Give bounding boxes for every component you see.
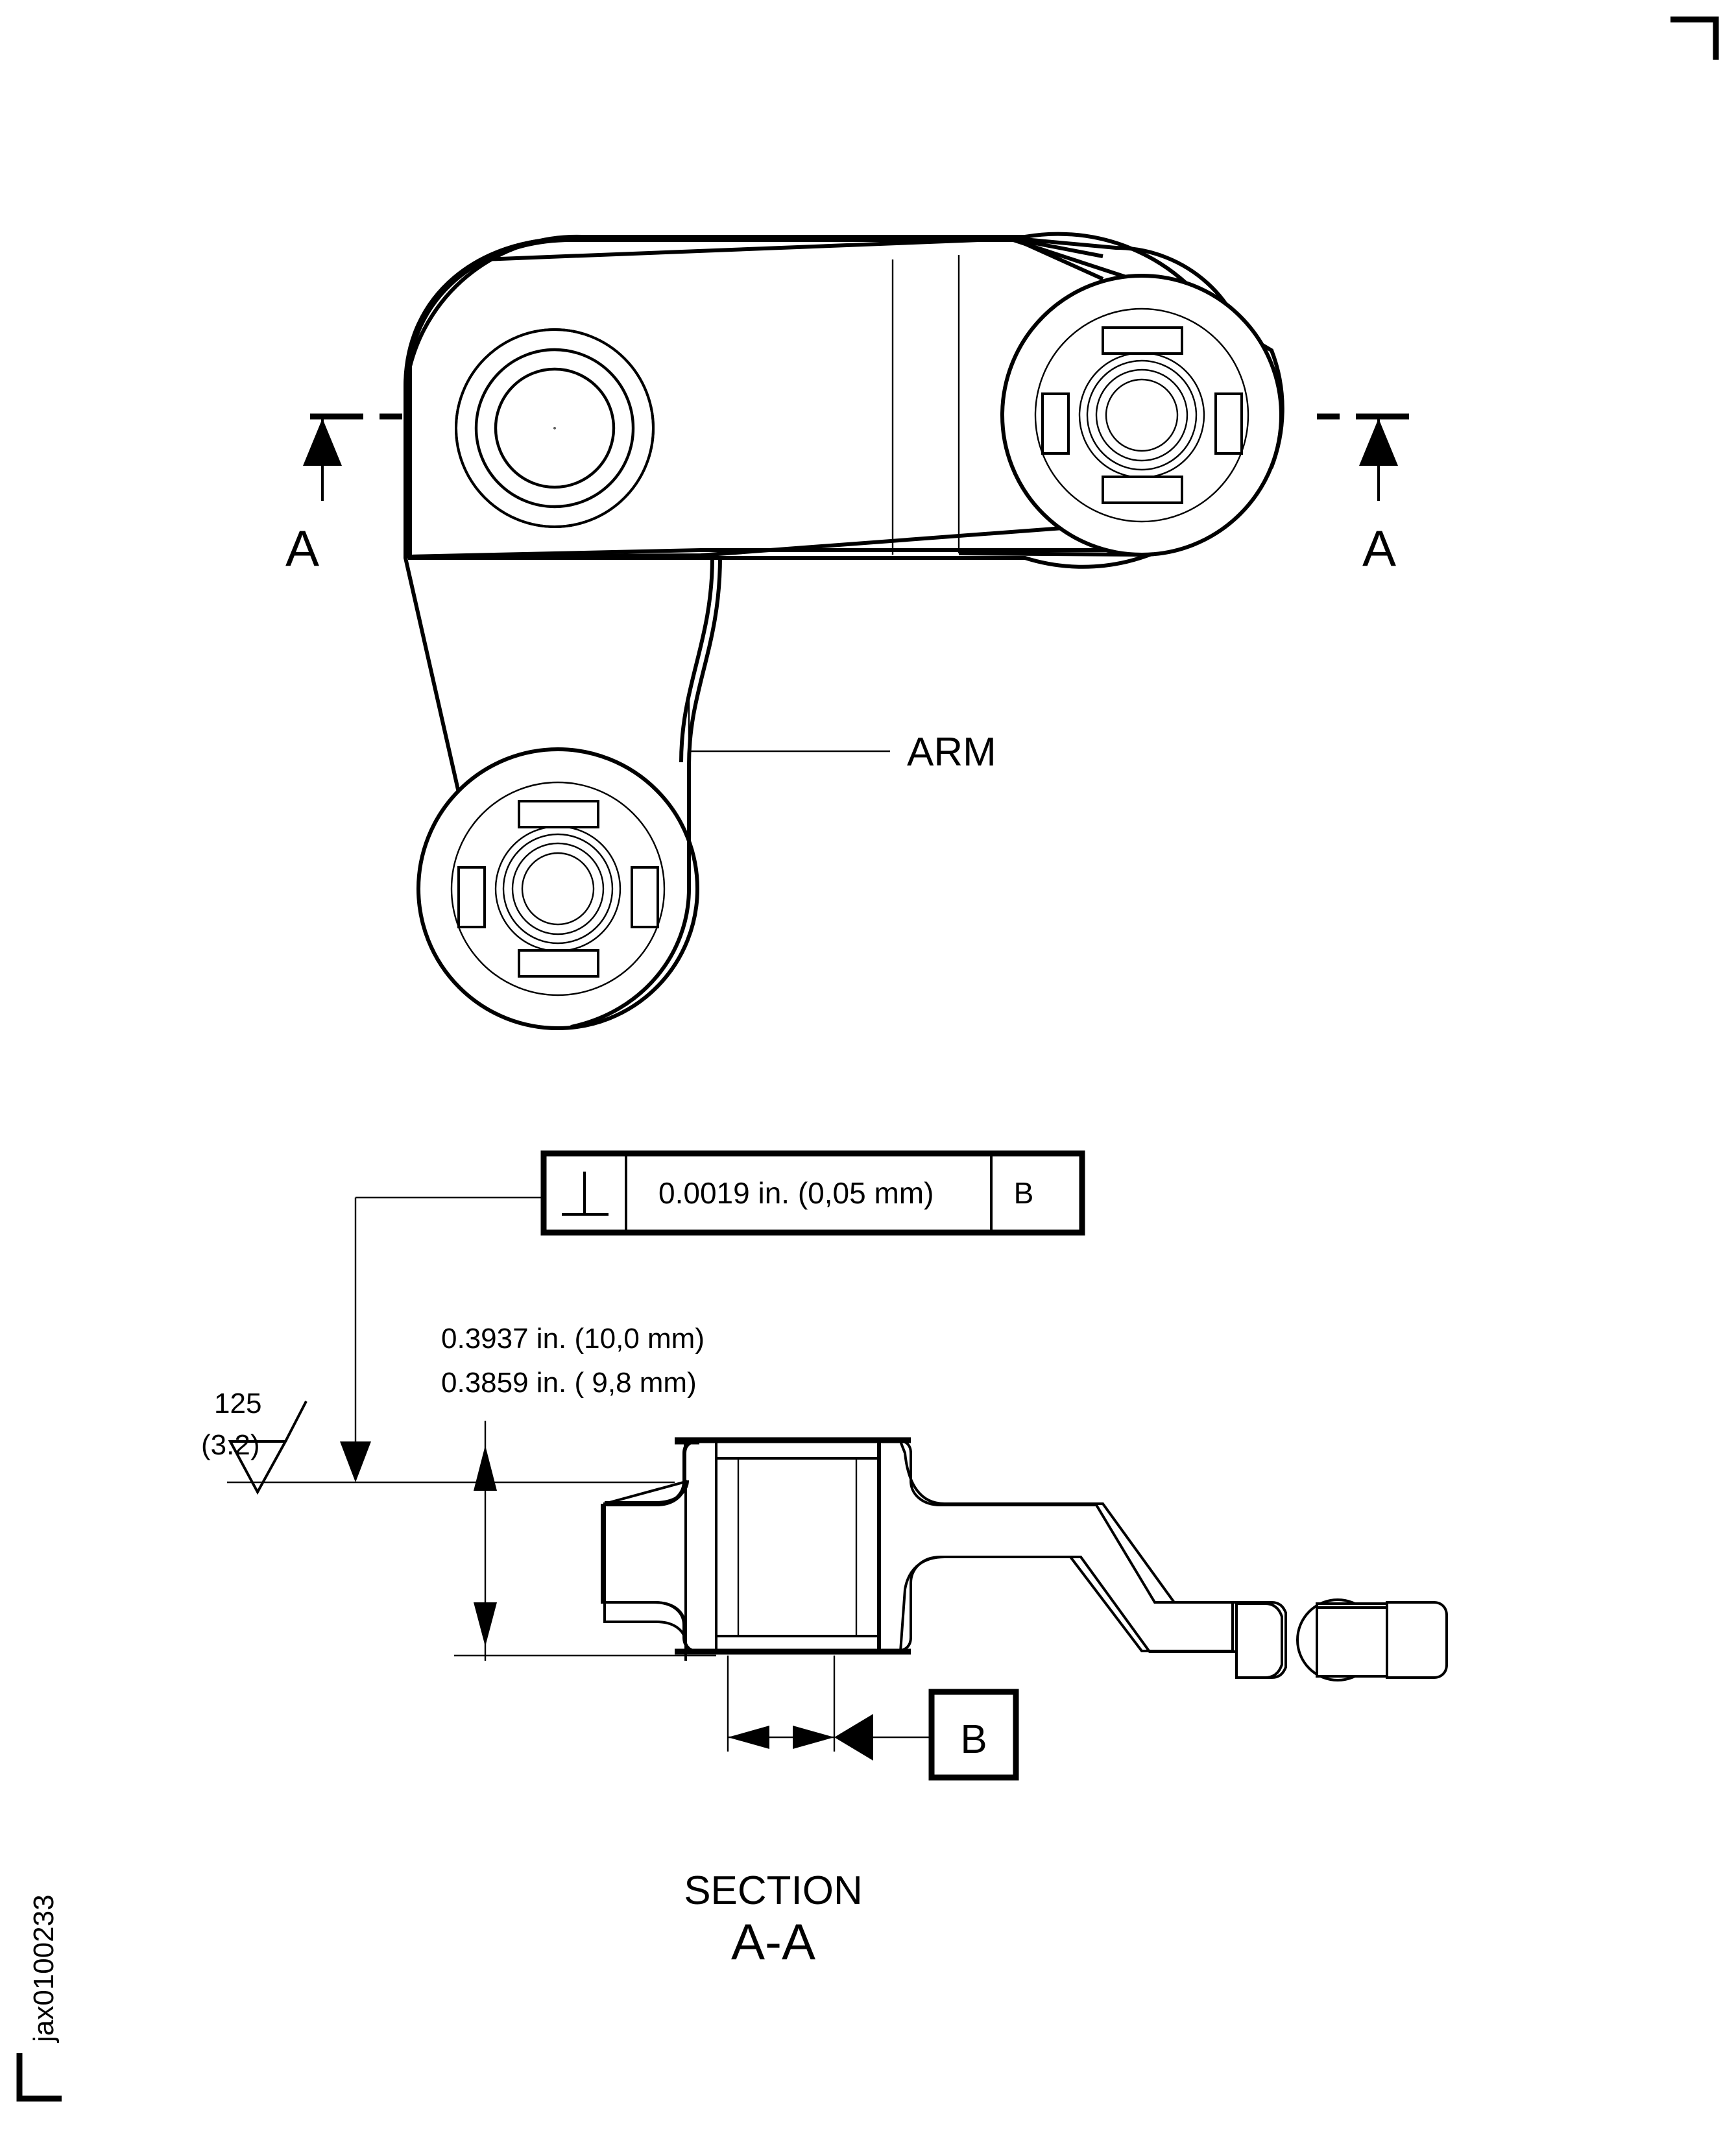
lower-boss-body — [416, 747, 699, 1030]
fcf-datum-ref: B — [1014, 1176, 1034, 1210]
section-left-hub-left-wall — [605, 1480, 689, 1504]
section-right-bushing — [1235, 1598, 1448, 1681]
section-view: B SECTION A-A — [454, 1421, 1448, 1970]
section-left-stub — [601, 1440, 717, 1653]
surface-finish-value-mm: (3.2) — [201, 1429, 259, 1461]
arm-leader-line — [688, 701, 890, 772]
surface-roughness-triangle-icon — [228, 1401, 307, 1495]
drawing-id-text: jax0100233 — [28, 1894, 60, 2043]
feature-control-frame: 0.0019 in. (0,05 mm) B — [540, 1150, 1085, 1236]
surface-finish-value-inch: 125 — [214, 1388, 261, 1419]
fcf-tolerance-value: 0.0019 in. (0,05 mm) — [658, 1176, 934, 1210]
datum-b-feature-symbol: B — [834, 1689, 1019, 1781]
drawing-id-code: jax0100233 — [28, 1894, 60, 2043]
section-arm-web — [878, 1440, 1238, 1653]
lower-boss-rings — [450, 781, 666, 996]
section-arrow-right — [1317, 413, 1409, 501]
section-left-flange — [602, 1439, 717, 1652]
section-left-hub — [603, 1480, 687, 1661]
section-bore-cavity — [715, 1440, 880, 1653]
plan-view: A A ARM — [285, 232, 1409, 1030]
section-caption-word: SECTION — [684, 1868, 863, 1913]
thickness-dimension-arrows — [454, 1421, 716, 1661]
upper-left-boss-bore — [455, 328, 655, 528]
arm-label: ARM — [907, 730, 996, 775]
lower-boss-slots — [457, 800, 659, 978]
datum-b-label: B — [960, 1717, 987, 1762]
fcf-leader-line — [340, 1196, 544, 1482]
section-caption-name: A-A — [731, 1913, 815, 1970]
crop-mark-bottom-left — [16, 2053, 62, 2102]
datum-b-dimension — [727, 1656, 836, 1752]
upper-left-boss-outer-round — [404, 237, 570, 558]
thickness-max-value: 0.3937 in. (10,0 mm) — [441, 1323, 705, 1355]
right-boss-slots — [1041, 326, 1243, 504]
arm-left-flank — [404, 557, 468, 825]
surface-finish-symbol: 125 (3.2) — [201, 1388, 675, 1495]
arm-elbow-inner-curve — [679, 557, 714, 763]
thickness-min-value: 0.3859 in. ( 9,8 mm) — [441, 1367, 697, 1399]
crop-mark-top-right — [1670, 16, 1719, 60]
section-arrow-left — [303, 413, 402, 501]
perpendicularity-icon — [562, 1172, 609, 1216]
section-arrow-left-label: A — [285, 520, 319, 577]
thickness-dimension-text: 0.3937 in. (10,0 mm) 0.3859 in. ( 9,8 mm… — [441, 1323, 705, 1399]
right-boss-body — [958, 237, 1283, 557]
section-right-web — [877, 1439, 1234, 1652]
arm-top-edge — [483, 236, 1103, 261]
section-hub-left — [605, 1443, 686, 1506]
section-arrow-right-label: A — [1362, 520, 1396, 577]
